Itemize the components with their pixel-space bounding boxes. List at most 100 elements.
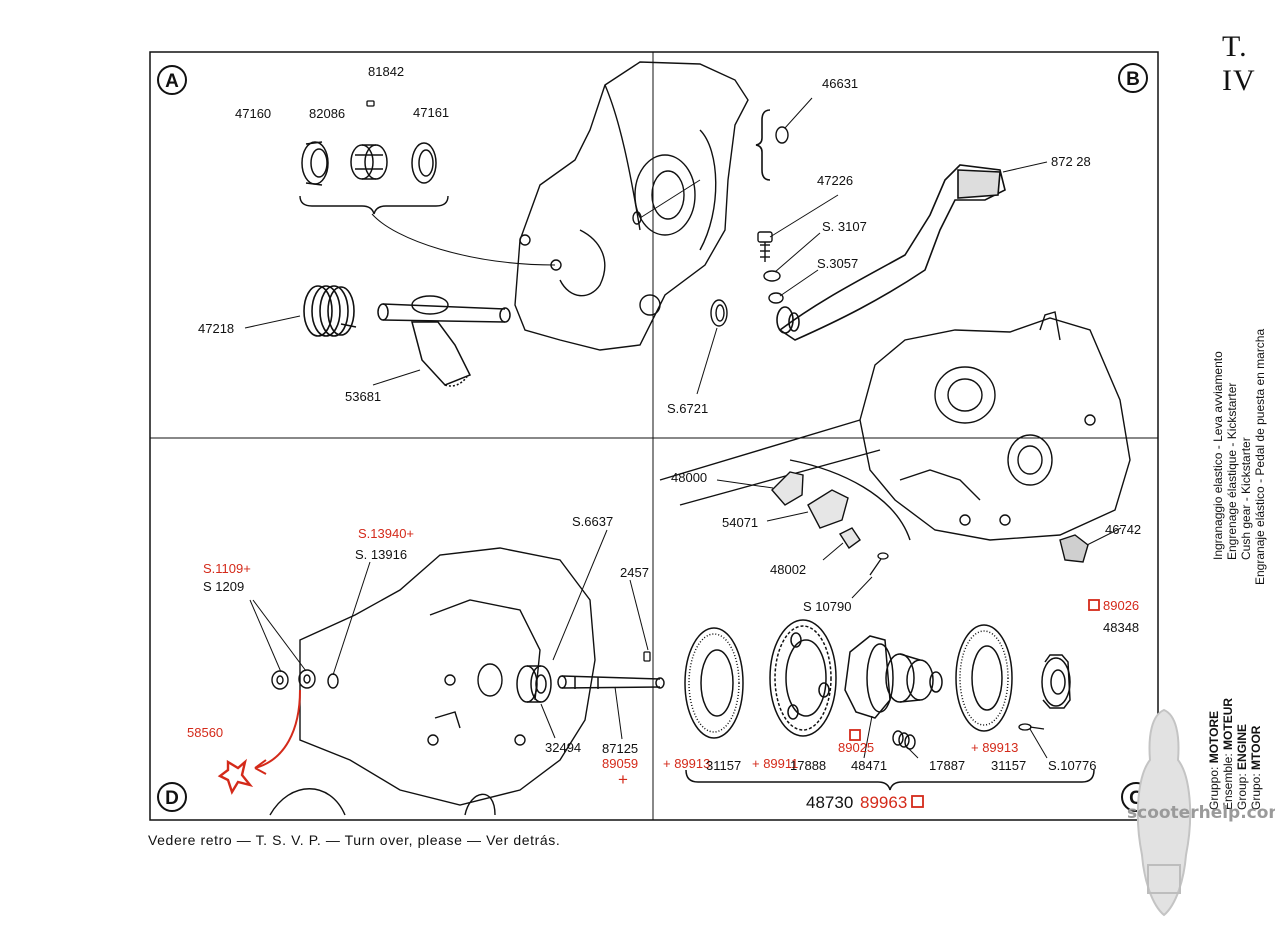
label-89059-plus: +: [618, 770, 628, 789]
bolt-47226-drawing: [757, 231, 773, 262]
label-s3107: S. 3107: [822, 219, 867, 234]
label-2457: 2457: [620, 565, 649, 580]
label-89059: 89059: [602, 756, 638, 771]
brace-46631: [755, 109, 771, 181]
bearing-seal-47160-drawing: [301, 141, 329, 186]
label-47226: 47226: [817, 173, 853, 188]
washer-s3107-drawing: [763, 270, 781, 282]
group-line-en: Group: ENGINE: [1235, 723, 1249, 810]
group-line-value: ENGINE: [1235, 723, 1249, 770]
damper-48000-drawing: [771, 471, 804, 506]
new-part-marker-89025: [849, 729, 861, 741]
damper-54071-drawing: [807, 489, 849, 529]
crankcase-c-drawing: [659, 311, 1131, 541]
sheet-number: T. IV: [1222, 30, 1256, 97]
screw-s10776-drawing: [1018, 723, 1045, 731]
bracket-c-dampers: [789, 459, 911, 541]
quadrant-b-marker: B: [1118, 63, 1148, 93]
svg-text:A: A: [165, 71, 179, 92]
label-87125: 87125: [602, 741, 638, 756]
label-82086: 82086: [309, 106, 345, 121]
footer-note: Vedere retro — T. S. V. P. — Turn over, …: [148, 832, 561, 848]
label-53681: 53681: [345, 389, 381, 404]
gear-17888-drawing: [769, 619, 837, 737]
label-48002: 48002: [770, 562, 806, 577]
bearing-32494-drawing: [516, 665, 552, 703]
svg-text:B: B: [1126, 69, 1140, 90]
side-title-fr: Engrenage élastique - Kickstarter: [1225, 382, 1239, 560]
spring-17887-drawing: [892, 730, 916, 750]
damper-48002-drawing: [838, 527, 861, 550]
damper-46742-drawing: [1059, 534, 1089, 563]
group-line-label: Ensemble:: [1221, 753, 1235, 810]
label-81842: 81842: [368, 64, 404, 79]
label-48000: 48000: [671, 470, 707, 485]
screw-s10790-drawing: [869, 552, 889, 576]
diagram-frame: [149, 51, 1159, 821]
needle-bearing-82086-drawing: [350, 144, 388, 180]
label-32494: 32494: [545, 740, 581, 755]
label-87228: 872 28: [1051, 154, 1091, 169]
group-line-value: MTOOR: [1249, 725, 1263, 770]
label-89025: 89025: [838, 740, 874, 755]
label-89913-left: + 89913: [663, 756, 710, 771]
side-title-es: Engranaje elástico - Pedal de puesta en …: [1253, 328, 1267, 585]
quadrant-a-marker: A: [157, 65, 187, 95]
new-part-marker-89963: [911, 795, 924, 808]
label-58560: 58560: [187, 725, 223, 740]
nuts-s1209-drawing: [271, 669, 339, 690]
leader-47161: [639, 179, 701, 219]
label-54071: 54071: [722, 515, 758, 530]
kickstart-shaft-53681-drawing: [377, 295, 511, 387]
label-s6721: S.6721: [667, 401, 708, 416]
seal-47161-drawing: [411, 142, 437, 184]
quadrant-d-marker: D: [157, 782, 187, 812]
label-s6637: S.6637: [572, 514, 613, 529]
label-s10776: S.10776: [1048, 758, 1096, 773]
label-47160: 47160: [235, 106, 271, 121]
label-group-89963: 89963: [860, 793, 907, 812]
part-58560-drawing: [217, 758, 254, 795]
label-89026: 89026: [1103, 598, 1139, 613]
watermark-text: scooterhelp.com: [1127, 803, 1275, 823]
washer-s3057-drawing: [768, 292, 784, 304]
label-31157-right: 31157: [991, 758, 1026, 773]
hub-48471-drawing: [844, 635, 943, 719]
pin-81842-drawing: [366, 100, 375, 107]
label-s13916: S. 13916: [355, 547, 407, 562]
side-title-en: Cush gear - Kickstarter: [1239, 437, 1253, 560]
label-46742: 46742: [1105, 522, 1141, 537]
seal-s6721-drawing: [710, 299, 728, 327]
new-part-marker-89026: [1088, 599, 1100, 611]
group-line-it: Gruppo: MOTORE: [1207, 710, 1221, 810]
pin-2457-drawing: [643, 651, 651, 662]
label-17887: 17887: [929, 758, 965, 773]
label-s1109: S.1109+: [203, 561, 251, 576]
friction-disc-31157-right-drawing: [955, 624, 1013, 732]
label-48471: 48471: [851, 758, 887, 773]
label-48348: 48348: [1103, 620, 1139, 635]
label-47161: 47161: [413, 105, 449, 120]
label-46631: 46631: [822, 76, 858, 91]
label-89911: + 89911: [752, 756, 798, 771]
spring-47218-drawing: [303, 285, 357, 337]
label-s13940: S.13940+: [358, 526, 414, 541]
kick-lever-87228-drawing: [776, 164, 1006, 341]
leader-bracket-a: [371, 213, 556, 266]
shaft-87125-drawing: [557, 675, 665, 689]
arrowhead-58560: [254, 759, 267, 775]
label-s10790: S 10790: [803, 599, 851, 614]
gear-48348-drawing: [1041, 654, 1071, 709]
bracket-a: [299, 195, 449, 215]
gearbox-housing-d-drawing: [269, 547, 596, 816]
label-89913-right: + 89913: [971, 740, 1018, 755]
group-line-fr: Ensemble: MOTEUR: [1221, 698, 1235, 810]
group-line-value: MOTORE: [1207, 710, 1221, 764]
bracket-group-48730: [685, 769, 1095, 791]
friction-disc-31157-left-drawing: [684, 627, 744, 739]
washer-46631-drawing: [775, 126, 789, 144]
label-group-48730: 48730: [806, 793, 853, 812]
group-line-es: Grupo: MTOOR: [1249, 725, 1263, 810]
arrow-58560: [254, 689, 301, 769]
